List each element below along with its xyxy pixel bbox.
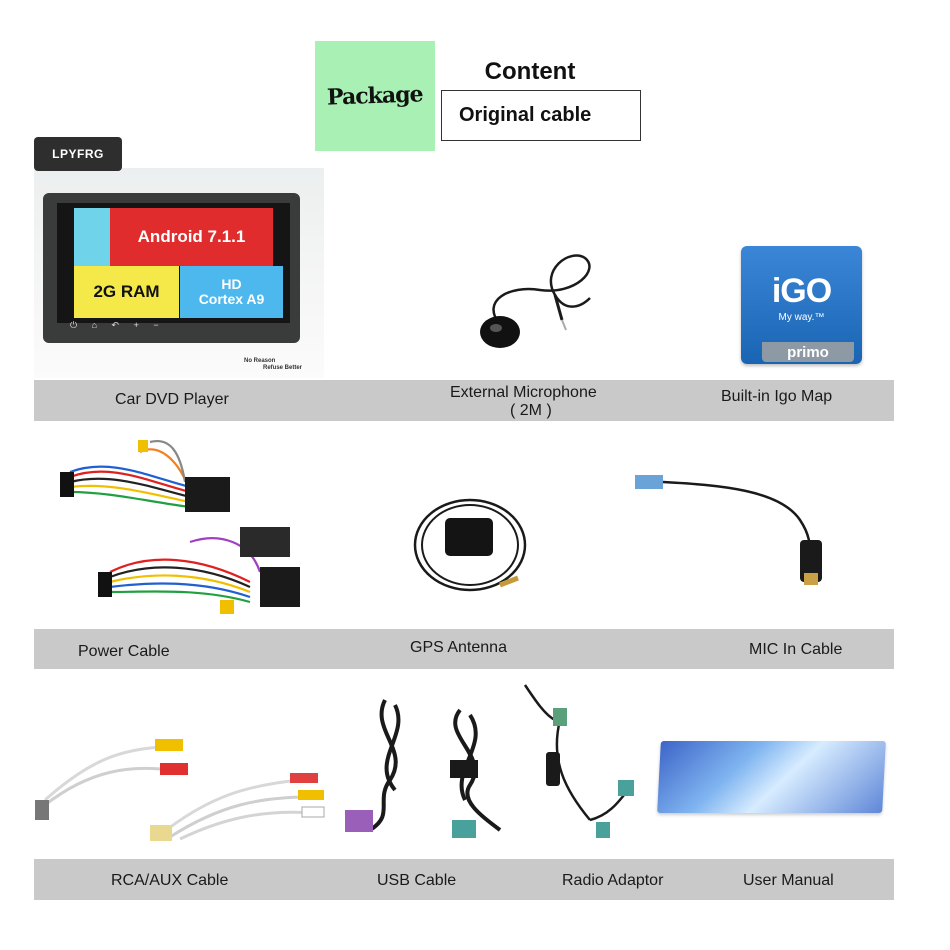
igo-logo-text: iGO	[771, 272, 832, 310]
caption-band-row-3	[34, 859, 894, 900]
cpu-label: Cortex A9	[198, 291, 265, 307]
ram-label: 2G RAM	[93, 282, 160, 301]
caption-usb-cable: USB Cable	[377, 872, 457, 889]
power-plug-1	[60, 472, 74, 497]
caption-gps-antenna: GPS Antenna	[410, 639, 507, 656]
radio-inline-box	[546, 752, 560, 786]
microphone-highlight	[490, 324, 502, 332]
power-connector-1	[185, 477, 230, 512]
caption-mic-in-cable: MIC In Cable	[749, 641, 843, 658]
rca-plug-yellow	[155, 739, 183, 751]
android-version-tile: Android 7.1.1	[110, 208, 273, 266]
caption-radio-adaptor: Radio Adaptor	[562, 872, 664, 889]
microphone-plug	[553, 294, 564, 321]
fine-print-line-1: No Reason	[244, 358, 276, 364]
usb-teal-connector	[452, 820, 476, 838]
usb-cable-image	[345, 699, 502, 838]
rca-plug-red	[160, 763, 188, 775]
mic-in-jack	[800, 540, 822, 582]
usb-socket	[450, 760, 478, 778]
caption-user-manual: User Manual	[743, 872, 834, 889]
content-value: Original cable	[459, 104, 592, 126]
power-cable-image	[60, 439, 300, 614]
caption-band-row-2	[34, 629, 894, 669]
mic-in-cable-image	[635, 475, 822, 585]
caption-rca-aux-cable: RCA/AUX Cable	[111, 872, 229, 889]
caption-builtin-igo-map: Built-in Igo Map	[721, 388, 833, 405]
mic-in-jack-tip	[804, 573, 818, 585]
power-plug-2	[98, 572, 112, 597]
rca-plug-gray	[35, 800, 49, 820]
usb-fakra-connector	[345, 810, 373, 832]
caption-car-dvd-player: Car DVD Player	[115, 391, 229, 408]
mic-in-blue-connector	[635, 475, 663, 489]
radio-teal-connector-2	[596, 822, 610, 838]
power-connector-2	[260, 567, 300, 607]
power-rca-plug	[220, 600, 234, 614]
hd-label: HD	[221, 276, 242, 293]
cpu-tile: HD Cortex A9	[180, 266, 283, 318]
igo-tagline: My way.™	[778, 312, 825, 323]
rca-plug-red-2	[290, 773, 318, 783]
caption-external-microphone: External Microphone	[450, 384, 597, 401]
power-rca-plug-top	[138, 440, 148, 452]
gps-antenna-puck	[445, 518, 493, 556]
microphone-cord	[492, 254, 591, 326]
microphone-head	[480, 316, 520, 348]
brand-badge: LPYFRG	[34, 137, 122, 171]
rca-plug-white	[301, 806, 325, 818]
package-label: Package	[326, 81, 424, 111]
microphone-image	[480, 254, 591, 348]
power-canbus-box	[240, 527, 290, 557]
fine-print-line-2: Refuse Better	[263, 365, 303, 371]
rca-harness-plug	[150, 825, 172, 841]
microphone-plug-tip	[561, 319, 567, 331]
radio-adaptor-image	[523, 684, 634, 838]
caption-power-cable: Power Cable	[78, 643, 170, 660]
dvd-control-icons: ⏻ ⌂ ↶ + −	[70, 320, 165, 330]
rca-plug-yellow-2	[298, 790, 324, 800]
rca-aux-cable-image	[35, 739, 325, 841]
content-title: Content	[484, 58, 576, 85]
screen-tile-cyan	[74, 208, 110, 266]
caption-band-row-1	[34, 380, 894, 421]
radio-green-connector	[553, 708, 567, 726]
caption-microphone-length: ( 2M )	[510, 402, 552, 419]
gps-connector	[499, 575, 519, 588]
user-manual-image	[657, 741, 886, 813]
ram-tile: 2G RAM	[74, 266, 179, 318]
android-version-label: Android 7.1.1	[137, 227, 246, 246]
content-value-box: Original cable	[441, 90, 641, 141]
radio-teal-connector	[618, 780, 634, 796]
igo-primo-label: primo	[762, 342, 854, 362]
gps-antenna-image	[413, 498, 527, 592]
package-label-box: Package	[315, 41, 435, 151]
